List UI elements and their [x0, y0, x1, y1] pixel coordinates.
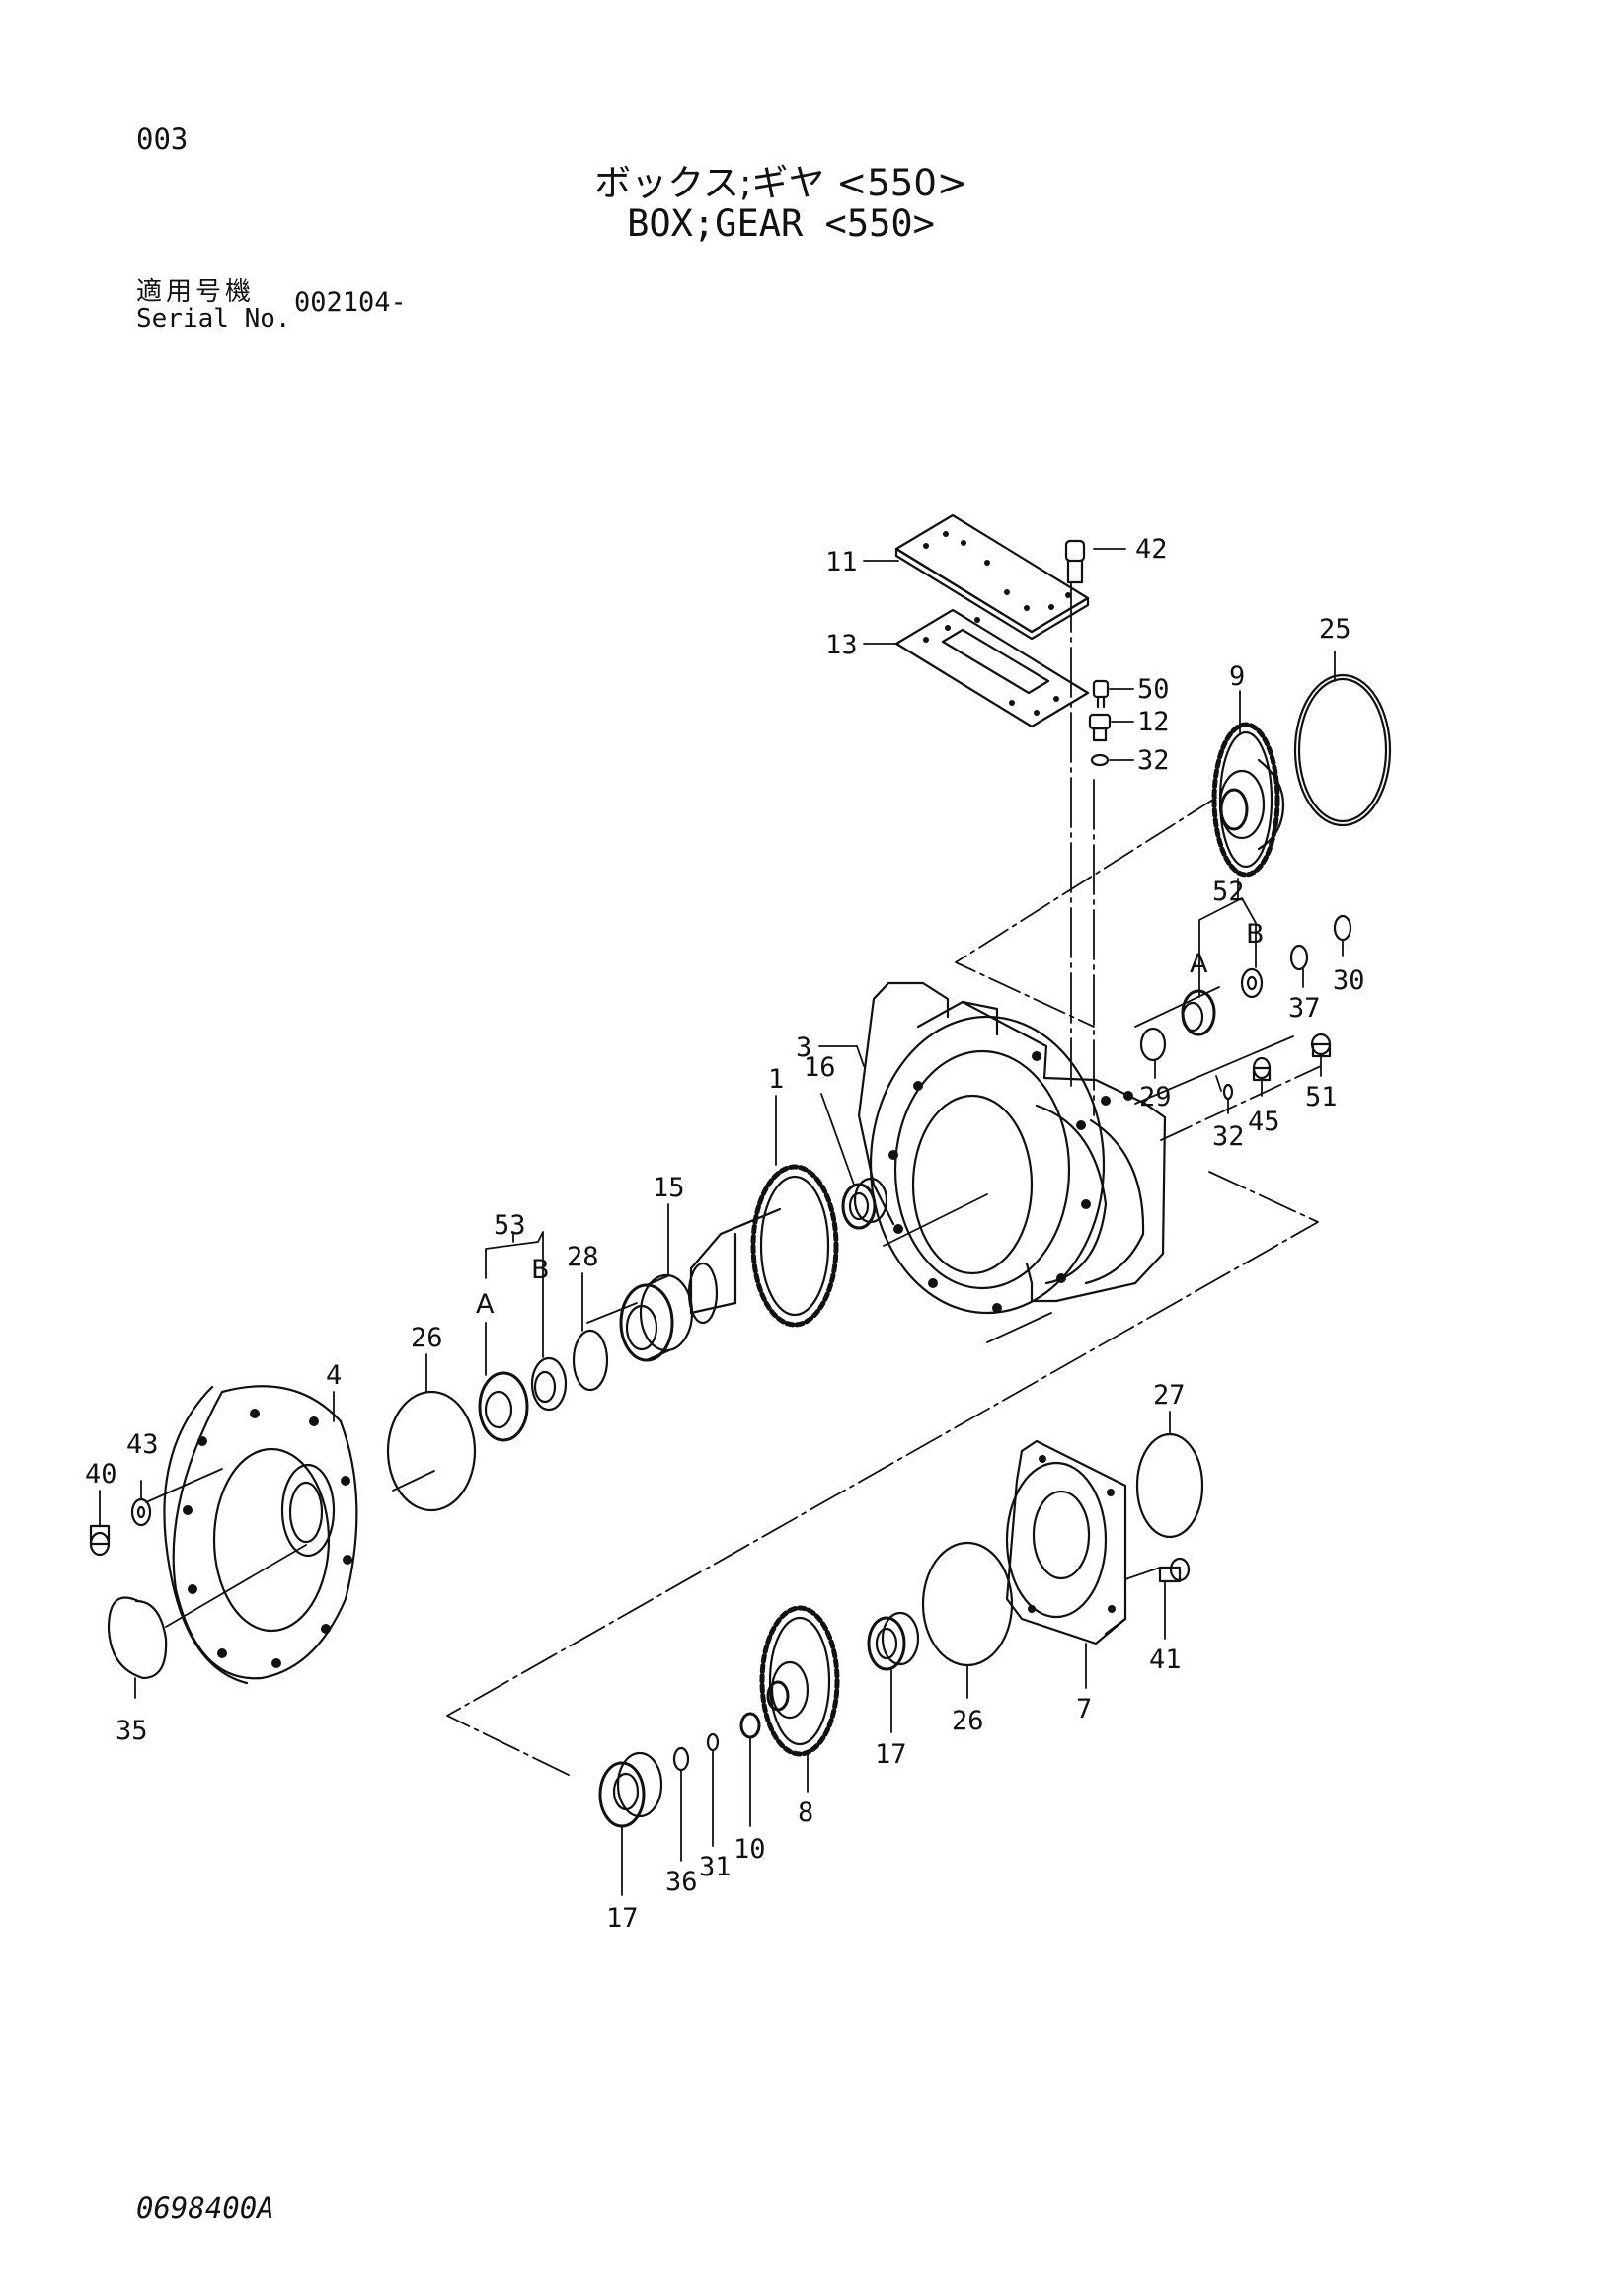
callout-17-upper: 17: [875, 1739, 907, 1770]
serial-label-english: Serial No.: [136, 304, 291, 334]
part-31-shim: [706, 1732, 720, 1752]
callout-35: 35: [116, 1716, 148, 1746]
callout-52-a: A: [1190, 949, 1208, 979]
part-29-o-ring: [1139, 1027, 1167, 1062]
part-1-gear-shaft: [687, 1164, 839, 1328]
part-53-seal-set: [478, 1356, 568, 1442]
serial-label-japanese: 適用号機: [136, 277, 256, 307]
callout-52: 52: [1212, 877, 1245, 907]
part-37-snap-ring: [1289, 944, 1309, 971]
callout-32-upper: 32: [1137, 745, 1170, 776]
part-50-plug: [1092, 679, 1110, 709]
callout-15: 15: [653, 1173, 685, 1203]
callout-26-upper: 26: [411, 1323, 443, 1353]
callout-7: 7: [1076, 1694, 1092, 1724]
callout-53-b: B: [531, 1255, 550, 1285]
callout-53-a: A: [476, 1289, 495, 1320]
callout-26-lower: 26: [952, 1706, 984, 1736]
callout-leader-lines: [99, 548, 1344, 1896]
callout-51: 51: [1305, 1082, 1338, 1112]
part-35-retaining-ring: [107, 1596, 168, 1680]
part-32-o-ring-lower: [1222, 1083, 1234, 1101]
title-japanese: ボックス;ギヤ <550>: [594, 162, 967, 204]
part-10-collar: [739, 1712, 761, 1739]
page-number: 003: [136, 122, 189, 156]
part-16-bearing: [841, 1177, 888, 1230]
callout-12: 12: [1137, 707, 1170, 737]
part-36-snap-ring: [672, 1746, 690, 1772]
callout-43: 43: [126, 1429, 159, 1460]
callout-36: 36: [665, 1867, 698, 1897]
part-17-bearing-upper: [867, 1611, 920, 1671]
part-7-flange-cover: [1005, 1439, 1127, 1645]
drawing-code: 0698400A: [136, 2191, 274, 2225]
callout-40: 40: [85, 1459, 117, 1490]
part-17-bearing-lower: [598, 1751, 663, 1828]
callout-27: 27: [1153, 1380, 1186, 1411]
callout-50: 50: [1137, 674, 1170, 705]
callout-16: 16: [804, 1052, 836, 1083]
part-52-seal-set: [1181, 967, 1264, 1036]
part-15-bearing: [619, 1273, 694, 1362]
part-26-o-ring-lower: [921, 1541, 1014, 1667]
part-11-cover-plate: [894, 513, 1090, 641]
callout-25: 25: [1319, 614, 1351, 645]
part-12-fitting: [1088, 713, 1112, 742]
part-45-plug: [1252, 1056, 1272, 1082]
part-4-cover-flange: [163, 1385, 358, 1685]
callout-9: 9: [1229, 661, 1245, 692]
part-9-gear: [1211, 722, 1285, 878]
part-42-bolt: [1064, 539, 1086, 584]
assembly-guide-lines: [145, 581, 1322, 1778]
callout-29: 29: [1139, 1082, 1172, 1112]
part-26-o-ring-upper: [386, 1390, 477, 1512]
callout-28: 28: [567, 1242, 599, 1272]
part-25-o-ring: [1293, 673, 1392, 827]
callout-4: 4: [326, 1360, 342, 1391]
part-51-plug: [1310, 1033, 1332, 1058]
callout-31: 31: [699, 1852, 732, 1882]
callout-53: 53: [494, 1210, 526, 1241]
callout-10: 10: [733, 1834, 766, 1865]
part-3-gearbox-housing: [857, 981, 1167, 1315]
part-43-washer: [130, 1497, 152, 1527]
part-41-bolt: [1158, 1557, 1191, 1583]
title-english: BOX;GEAR <550>: [627, 202, 935, 245]
serial-number-value: 002104-: [294, 287, 407, 318]
callout-45: 45: [1248, 1107, 1280, 1137]
callout-52-b: B: [1246, 919, 1265, 950]
callout-30: 30: [1333, 965, 1365, 996]
part-32-o-ring-upper: [1090, 753, 1110, 767]
part-8-gear: [759, 1605, 840, 1757]
part-13-gasket: [894, 608, 1090, 728]
callout-32-lower: 32: [1212, 1121, 1245, 1152]
callout-42: 42: [1135, 534, 1168, 565]
callout-13: 13: [825, 630, 858, 660]
part-27-o-ring: [1135, 1432, 1204, 1539]
callout-11: 11: [825, 547, 858, 577]
callout-17-lower: 17: [606, 1903, 639, 1934]
callout-37: 37: [1288, 993, 1321, 1024]
callout-3: 3: [796, 1033, 811, 1063]
callout-numbers: 11 13 42 50 12 32 9 25 52 A B 37 30 29 5…: [85, 534, 1365, 1934]
part-28-snap-ring: [572, 1329, 609, 1392]
callout-1: 1: [768, 1064, 784, 1095]
part-30-retaining-ring: [1333, 914, 1352, 942]
callout-41: 41: [1149, 1645, 1182, 1675]
part-40-bolt: [89, 1524, 111, 1557]
callout-8: 8: [798, 1798, 813, 1828]
